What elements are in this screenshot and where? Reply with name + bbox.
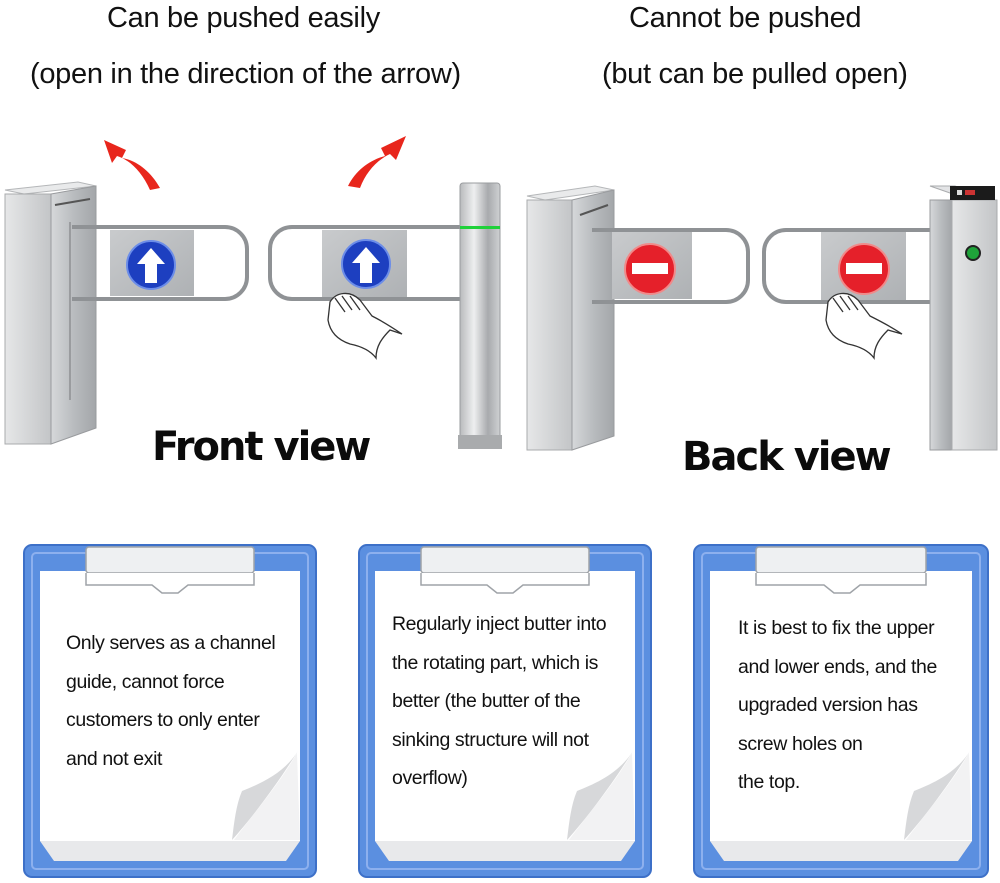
note-clipboard-3: It is best to fix the upper and lower en… [692,543,990,879]
note-line: the top. [738,771,800,793]
caption-arrow-direction: (open in the direction of the arrow) [30,58,461,90]
back-right-gate [762,228,942,304]
note-line: sinking structure will not [392,728,589,751]
note-clipboard-2: Regularly inject butter into the rotatin… [357,543,653,879]
note-line: Only serves as a channel [66,632,276,654]
back-view-title: Back view [682,434,892,480]
green-indicator-icon [965,245,981,261]
note-line: screw holes on [738,732,863,755]
front-pole [458,182,502,449]
red-curved-arrow-icon [348,136,406,188]
clipboard-icon [23,544,317,878]
note-line: overflow) [392,767,468,789]
note-line: the rotating part, which is [392,651,598,674]
back-left-cabinet [526,185,615,451]
hand-icon [825,292,903,360]
back-left-gate [592,228,750,304]
note-line: It is best to fix the upper [738,617,935,639]
caption-push-easily: Can be pushed easily [107,2,380,34]
turnstile-illustration [4,136,998,451]
front-left-gate [72,225,249,301]
note-line: upgraded version has [738,694,918,716]
clipboard-icon [358,544,652,878]
note-line: guide, cannot force [66,670,225,693]
front-right-gate [268,225,466,301]
hand-icon [327,292,403,360]
clipboard-icon [693,544,989,878]
note-line: Regularly inject butter into [392,613,607,635]
caption-cannot-push: Cannot be pushed [629,2,862,34]
note-line: and lower ends, and the [738,655,937,678]
caption-pull-open: (but can be pulled open) [602,58,908,90]
note-clipboard-1: Only serves as a channel guide, cannot f… [22,543,318,879]
back-right-cabinet [929,185,998,451]
front-left-cabinet [4,181,97,445]
note-line: better (the butter of the [392,690,581,712]
front-view-title: Front view [152,424,371,470]
note-line: customers to only enter [66,709,260,731]
red-curved-arrow-icon [104,140,160,190]
note-line: and not exit [66,747,163,770]
